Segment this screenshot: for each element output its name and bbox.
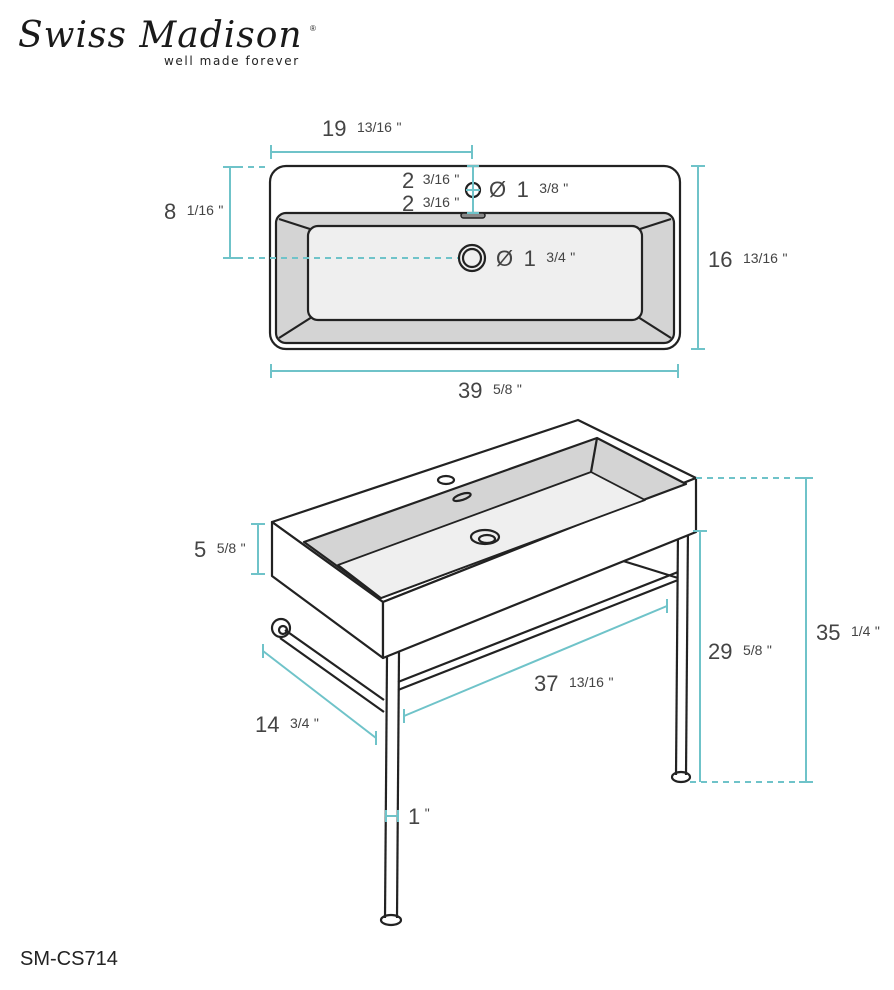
dim-drain-offset: 8 1/16 " <box>164 199 223 224</box>
registered-mark: ® <box>310 24 316 33</box>
foot-front <box>379 913 403 927</box>
perspective-view: 5 5/8 " 29 5/8 " 35 1/4 " 14 3/4 " <box>194 418 880 927</box>
dim-leg-diameter: 1 " <box>408 804 430 829</box>
brand-tagline: well made forever <box>164 54 300 68</box>
dim-overall-height: 35 1/4 " <box>816 620 880 645</box>
dim-faucet-to-basin: 2 3/16 " <box>402 191 459 216</box>
drain <box>457 243 487 273</box>
towel-bar-end <box>270 617 292 639</box>
dim-faucet-hole-diameter: Ø 1 3/8 " <box>489 177 568 202</box>
dim-drain-diameter: Ø 1 3/4 " <box>496 246 575 271</box>
dim-faucet-offset: 19 13/16 " <box>322 116 401 141</box>
dim-leg-height: 29 5/8 " <box>708 639 772 664</box>
dim-overall-depth: 16 13/16 " <box>708 247 787 272</box>
top-view: 19 13/16 " 2 3/16 " 2 3/16 " Ø 1 3/8 " Ø… <box>164 116 787 403</box>
dim-side-depth: 14 3/4 " <box>255 712 319 737</box>
foot-back-right <box>670 770 692 784</box>
brand-logo: Swiss Madison well made forever ® <box>18 15 316 69</box>
dim-inner-width: 37 13/16 " <box>534 671 613 696</box>
dim-basin-height: 5 5/8 " <box>194 537 246 562</box>
dim-faucet-to-back: 2 3/16 " <box>402 168 459 193</box>
model-number: SM-CS714 <box>20 948 118 970</box>
brand-name: Swiss Madison <box>18 15 303 56</box>
dim-overall-width: 39 5/8 " <box>458 378 522 403</box>
basin-floor-top <box>306 224 644 322</box>
